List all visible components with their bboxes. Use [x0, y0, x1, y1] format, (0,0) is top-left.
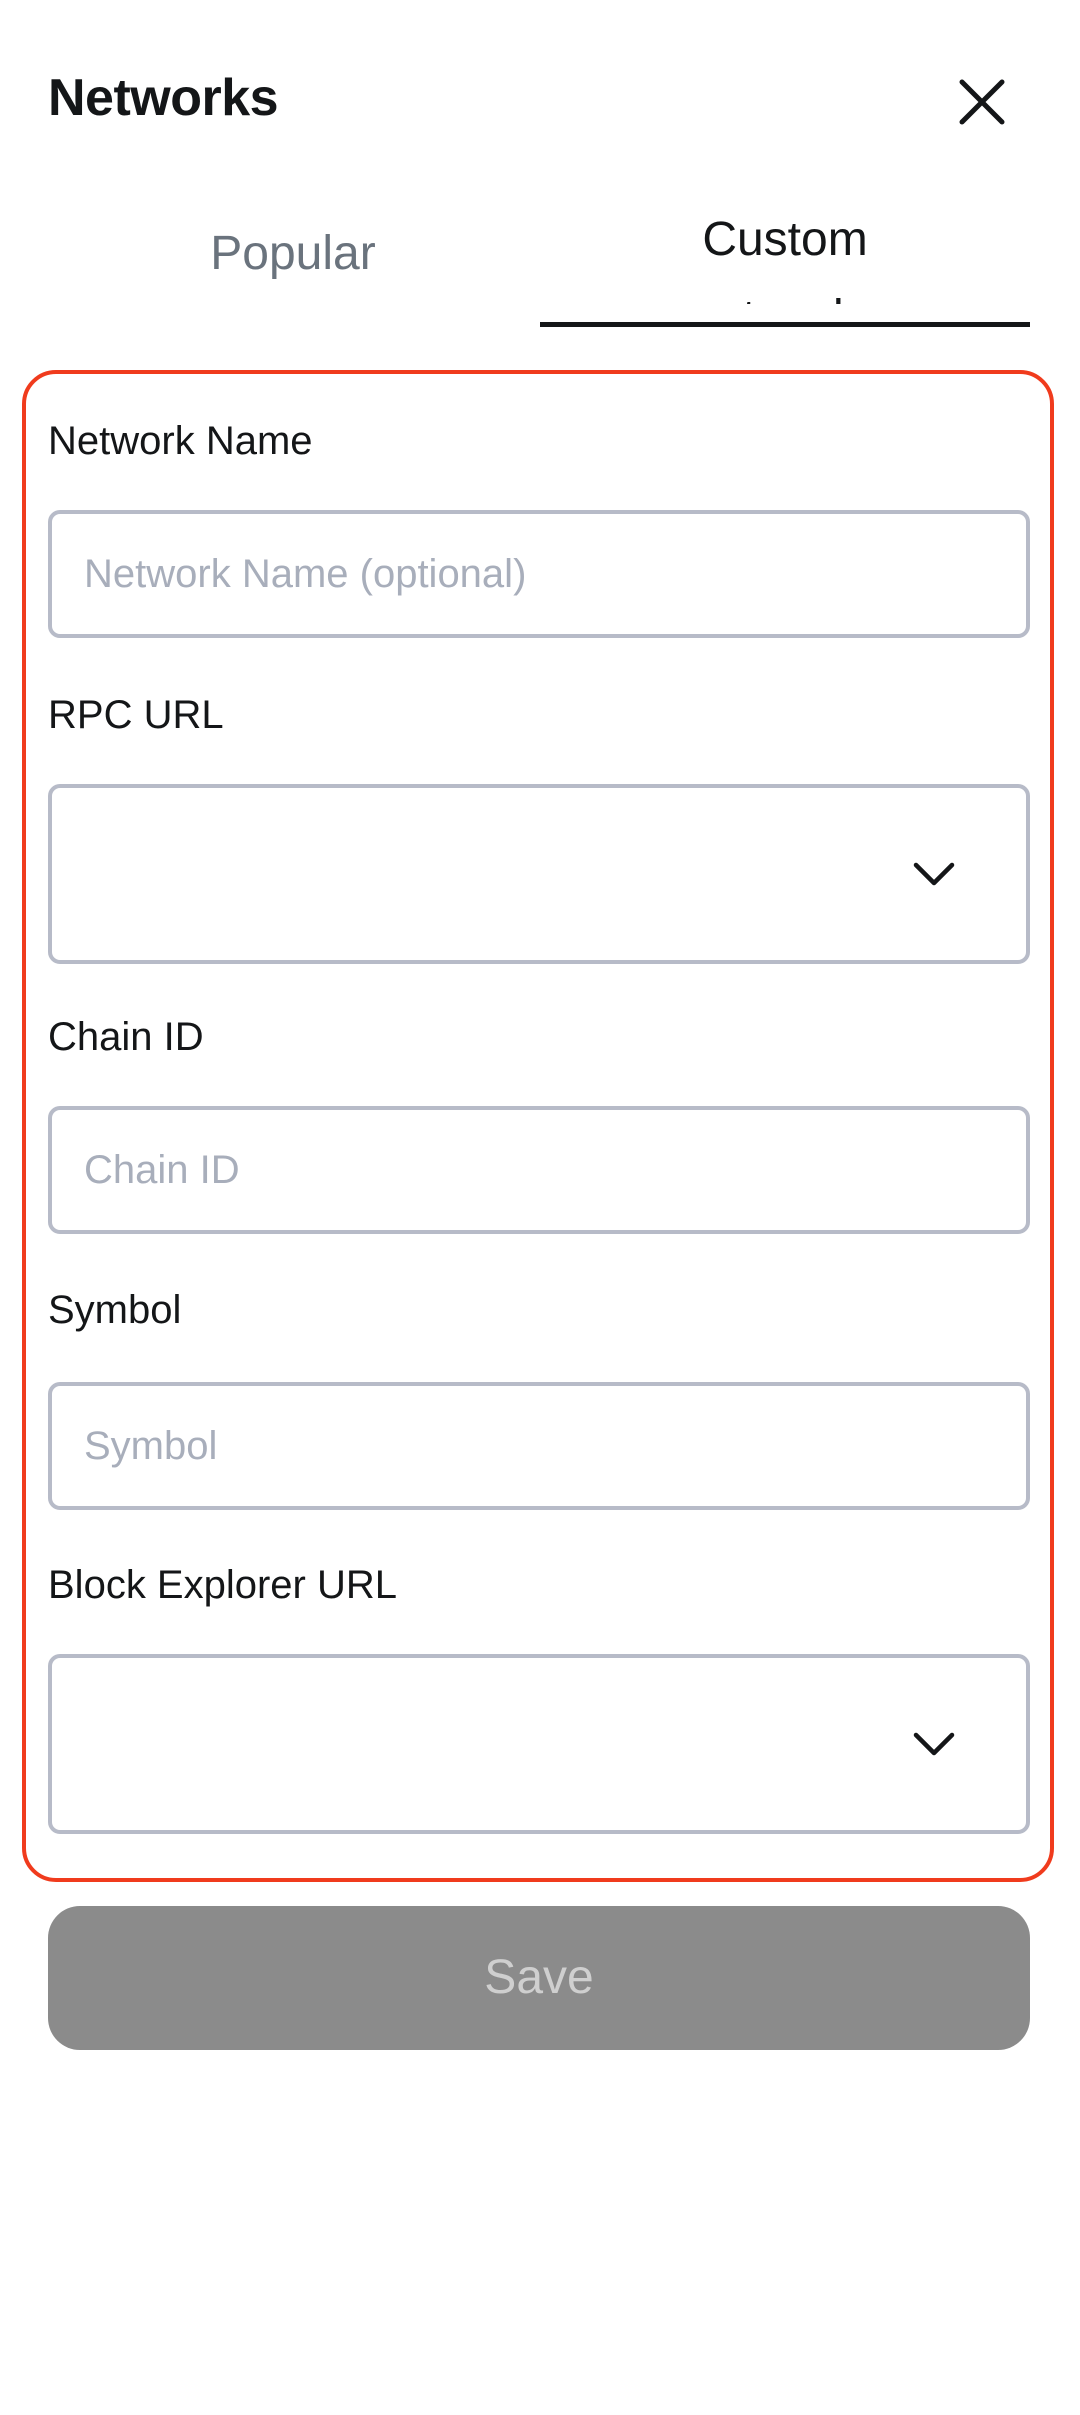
tab-label-overflow: networks	[540, 288, 1030, 304]
header: Networks	[0, 0, 1080, 190]
network-name-input[interactable]	[84, 514, 984, 634]
symbol-label: Symbol	[48, 1288, 182, 1332]
close-button[interactable]	[944, 64, 1020, 140]
network-tabs: Popular Custom networks	[0, 190, 1080, 330]
tab-label: Popular	[210, 227, 376, 280]
chain-id-input[interactable]	[84, 1110, 984, 1230]
page-title: Networks	[48, 69, 279, 127]
block-explorer-url-label: Block Explorer URL	[48, 1563, 398, 1607]
tab-active-indicator	[540, 322, 1030, 327]
tab-popular[interactable]: Popular	[48, 190, 538, 330]
tab-label: Custom	[702, 213, 868, 266]
chevron-down-icon[interactable]	[912, 1730, 956, 1758]
custom-network-form	[22, 370, 1054, 1882]
save-button[interactable]: Save	[48, 1906, 1030, 2050]
symbol-field[interactable]	[48, 1382, 1030, 1510]
rpc-url-label: RPC URL	[48, 693, 224, 737]
chevron-down-icon[interactable]	[912, 860, 956, 888]
symbol-input[interactable]	[84, 1386, 984, 1506]
tab-custom[interactable]: Custom networks	[540, 190, 1030, 330]
rpc-url-dropdown[interactable]	[48, 784, 1030, 964]
chain-id-label: Chain ID	[48, 1015, 204, 1059]
chain-id-field[interactable]	[48, 1106, 1030, 1234]
close-icon	[959, 79, 1005, 125]
network-name-field[interactable]	[48, 510, 1030, 638]
block-explorer-url-dropdown[interactable]	[48, 1654, 1030, 1834]
network-name-label: Network Name	[48, 419, 313, 463]
